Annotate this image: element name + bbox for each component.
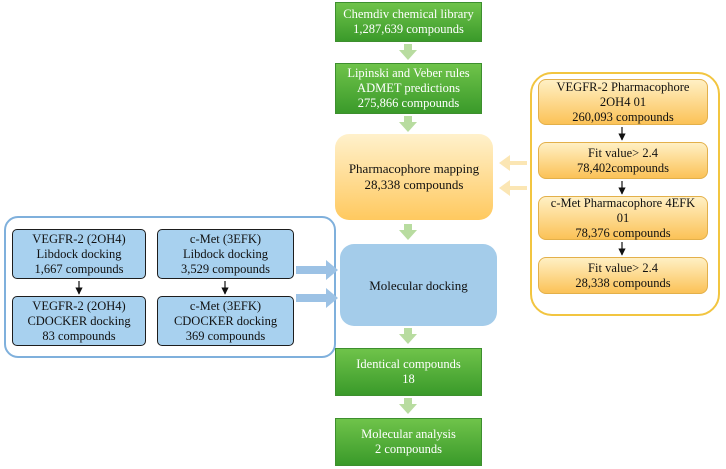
identical-title: Identical compounds — [356, 357, 461, 371]
identical-count: 18 — [402, 372, 415, 386]
docking-input-arrows — [296, 260, 338, 308]
vegfr-pharm-count: 260,093 compounds — [572, 109, 674, 124]
cmet-libdock-count: 3,529 compounds — [181, 261, 270, 276]
internal-arrows — [75, 127, 626, 295]
vegfr-pharm-line1: VEGFR-2 Pharmacophore — [556, 79, 690, 94]
fit2-count: 28,338 compounds — [575, 275, 671, 290]
vegfr-cdocker-method: CDOCKER docking — [27, 313, 131, 328]
analysis-title: Molecular analysis — [361, 427, 456, 441]
arrow-rules-to-mapping — [399, 116, 417, 132]
vegfr-libdock-box: VEGFR-2 (2OH4) Libdock docking 1,667 com… — [12, 229, 146, 279]
vegfr-pharmacophore-box: VEGFR-2 Pharmacophore 2OH4 01 260,093 co… — [538, 79, 708, 125]
library-count: 1,287,639 compounds — [353, 22, 464, 36]
chemdiv-library-box: Chemdiv chemical library 1,287,639 compo… — [335, 2, 482, 42]
arrow-library-to-rules — [399, 44, 417, 60]
pharmacophore-mapping-box: Pharmacophore mapping 28,338 compounds — [335, 134, 493, 220]
arrow-dock-input-1 — [296, 260, 338, 280]
analysis-count: 2 compounds — [374, 442, 442, 456]
cmet-cdocker-count: 369 compounds — [185, 328, 266, 343]
mapping-title: Pharmacophore mapping — [348, 161, 480, 176]
cmet-cdocker-box: c-Met (3EFK) CDOCKER docking 369 compoun… — [157, 296, 294, 346]
arrow-mapping-to-docking — [399, 224, 417, 240]
cmet-pharmacophore-box: c-Met Pharmacophore 4EFK 01 78,376 compo… — [538, 196, 708, 240]
main-flow-arrows — [399, 44, 417, 414]
fit-value-box-1: Fit value> 2.4 78,402compounds — [538, 142, 708, 179]
pharmacophore-input-arrows — [499, 155, 527, 196]
docking-group-frame — [4, 216, 336, 358]
vegfr-libdock-count: 1,667 compounds — [34, 261, 124, 276]
vegfr-libdock-method: Libdock docking — [36, 246, 122, 261]
identical-compounds-box: Identical compounds 18 — [335, 348, 482, 396]
arrow-docking-to-identical — [399, 328, 417, 344]
mapping-count: 28,338 compounds — [364, 177, 464, 192]
arrow-pharm-input-1 — [499, 155, 527, 171]
vegfr-cdocker-count: 83 compounds — [42, 328, 116, 343]
cmet-libdock-box: c-Met (3EFK) Libdock docking 3,529 compo… — [157, 229, 294, 279]
lipinski-veber-rules-box: Lipinski and Veber rules ADMET predictio… — [335, 63, 482, 114]
cmet-pharm-line1: c-Met Pharmacophore 4EFK — [550, 195, 696, 210]
cmet-cdocker-target: c-Met (3EFK) — [189, 298, 262, 313]
docking-title: Molecular docking — [369, 277, 468, 293]
rules-count: 275,866 compounds — [357, 96, 460, 110]
library-title: Chemdiv chemical library — [343, 7, 474, 21]
cmet-libdock-method: Libdock docking — [182, 246, 269, 261]
cmet-pharm-count: 78,376 compounds — [575, 225, 671, 240]
arrow-identical-to-analysis — [399, 398, 417, 414]
cmet-cdocker-method: CDOCKER docking — [173, 313, 278, 328]
arrow-dock-input-2 — [296, 288, 338, 308]
cmet-pharm-line2: 01 — [616, 210, 630, 225]
rules-subtitle: ADMET predictions — [357, 81, 460, 95]
rules-title: Lipinski and Veber rules — [347, 66, 470, 80]
pharmacophore-group-frame — [530, 72, 720, 316]
vegfr-pharm-line2: 2OH4 01 — [599, 94, 647, 109]
arrow-pharm-input-2 — [499, 180, 527, 196]
molecular-docking-box: Molecular docking — [340, 244, 497, 326]
molecular-analysis-box: Molecular analysis 2 compounds — [335, 418, 482, 466]
vegfr-cdocker-target: VEGFR-2 (2OH4) — [32, 298, 126, 313]
fit2-label: Fit value> 2.4 — [588, 260, 658, 275]
vegfr-libdock-target: VEGFR-2 (2OH4) — [32, 231, 126, 246]
fit1-label: Fit value> 2.4 — [588, 145, 658, 160]
fit1-count: 78,402compounds — [576, 160, 669, 175]
vegfr-cdocker-box: VEGFR-2 (2OH4) CDOCKER docking 83 compou… — [12, 296, 146, 346]
fit-value-box-2: Fit value> 2.4 28,338 compounds — [538, 257, 708, 294]
cmet-libdock-target: c-Met (3EFK) — [189, 231, 262, 246]
